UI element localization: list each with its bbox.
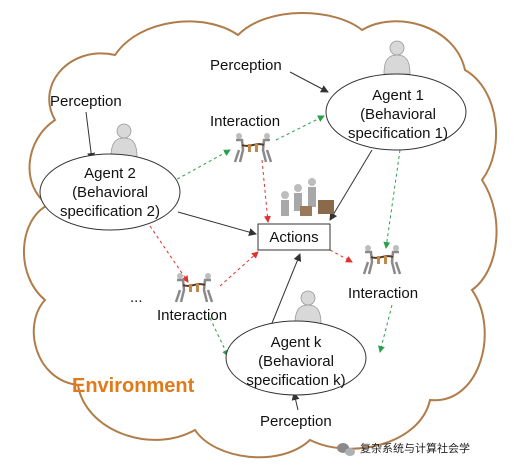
actions-crowd-icon [281, 178, 334, 216]
wechat-icon [337, 443, 355, 456]
watermark: 复杂系统与计算社会学 [337, 441, 470, 456]
link-int1-actions [261, 159, 271, 223]
agent1-spec-line1: (Behavioral [360, 106, 436, 123]
agent-k-node: Agent k (Behavioral specification k) [225, 320, 367, 396]
perception-arrows [85, 71, 329, 411]
link-int2-agentk [209, 317, 229, 357]
interaction-label-1: Interaction [210, 113, 280, 130]
ellipsis-more-agents: ... [130, 289, 143, 306]
link-agent2-int1 [171, 149, 231, 183]
agentk-spec-line2: specification k) [246, 372, 345, 389]
action-arrow-agentk [269, 253, 302, 329]
link-actions-int3 [329, 249, 353, 263]
perception-label-agent1: Perception [210, 57, 282, 74]
link-agent1-int3 [383, 149, 401, 249]
perception-arrow-agent1 [289, 71, 329, 93]
agentk-spec-line1: (Behavioral [258, 353, 334, 370]
action-arrow-agent2 [177, 211, 257, 236]
interaction-label-3: Interaction [348, 285, 418, 302]
agentk-name: Agent k [271, 334, 322, 351]
link-int2-actions [219, 251, 259, 287]
link-int1-agent1 [275, 115, 325, 141]
perception-label-agentk: Perception [260, 413, 332, 430]
action-arrow-agent1 [329, 149, 373, 221]
agent2-spec-line2: specification 2) [60, 203, 160, 220]
agent-1-node: Agent 1 (Behavioral specification 1) [325, 73, 467, 151]
agent1-spec-line2: specification 1) [348, 125, 448, 142]
agent2-spec-line1: (Behavioral [72, 184, 148, 201]
perception-arrow-agentk [291, 392, 300, 411]
interaction-label-2: Interaction [157, 307, 227, 324]
environment-label: Environment [72, 375, 195, 397]
link-int3-agentk [378, 304, 393, 353]
link-agent2-int2 [149, 225, 189, 283]
agent1-name: Agent 1 [372, 87, 424, 104]
actions-label: Actions [269, 229, 318, 246]
interaction-links [149, 115, 401, 357]
watermark-text: 复杂系统与计算社会学 [360, 441, 470, 455]
action-arrows [177, 149, 373, 329]
actions-node: Actions [257, 223, 331, 251]
agent2-name: Agent 2 [84, 165, 136, 182]
perception-arrow-agent2 [85, 111, 96, 161]
perception-label-agent2: Perception [50, 93, 122, 110]
agent-2-node: Agent 2 (Behavioral specification 2) [39, 153, 181, 231]
